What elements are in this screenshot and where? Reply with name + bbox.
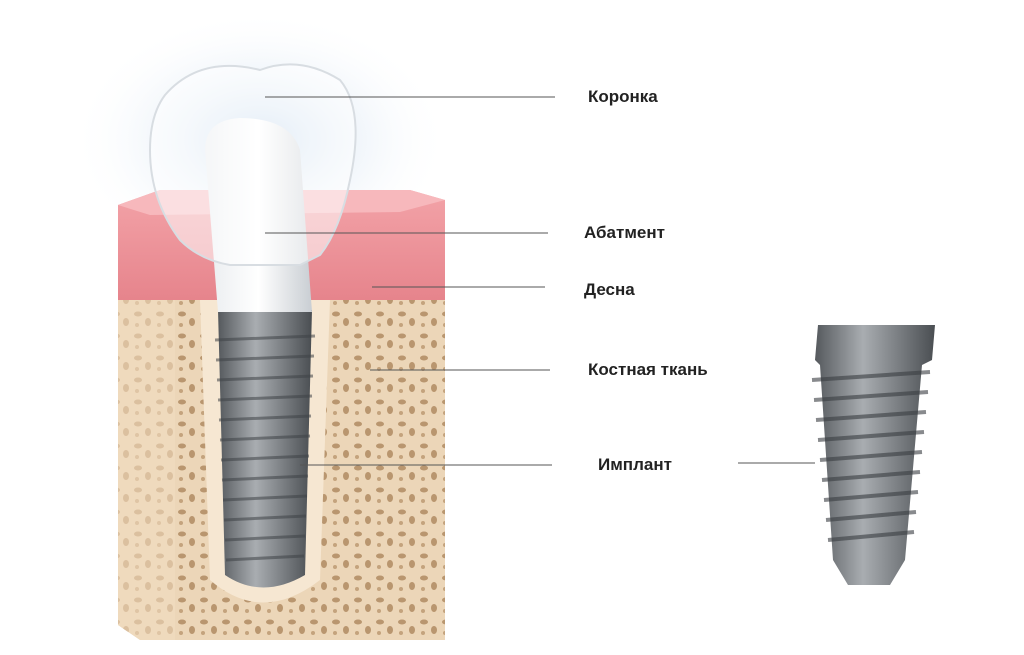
label-abutment: Абатмент (584, 223, 665, 242)
label-bone: Костная ткань (588, 360, 708, 379)
implant-standalone (811, 325, 935, 585)
crown (148, 63, 357, 266)
implant-in-bone (214, 310, 316, 588)
label-crown: Коронка (588, 87, 658, 106)
label-implant: Имплант (598, 455, 672, 474)
label-gum: Десна (584, 280, 635, 299)
